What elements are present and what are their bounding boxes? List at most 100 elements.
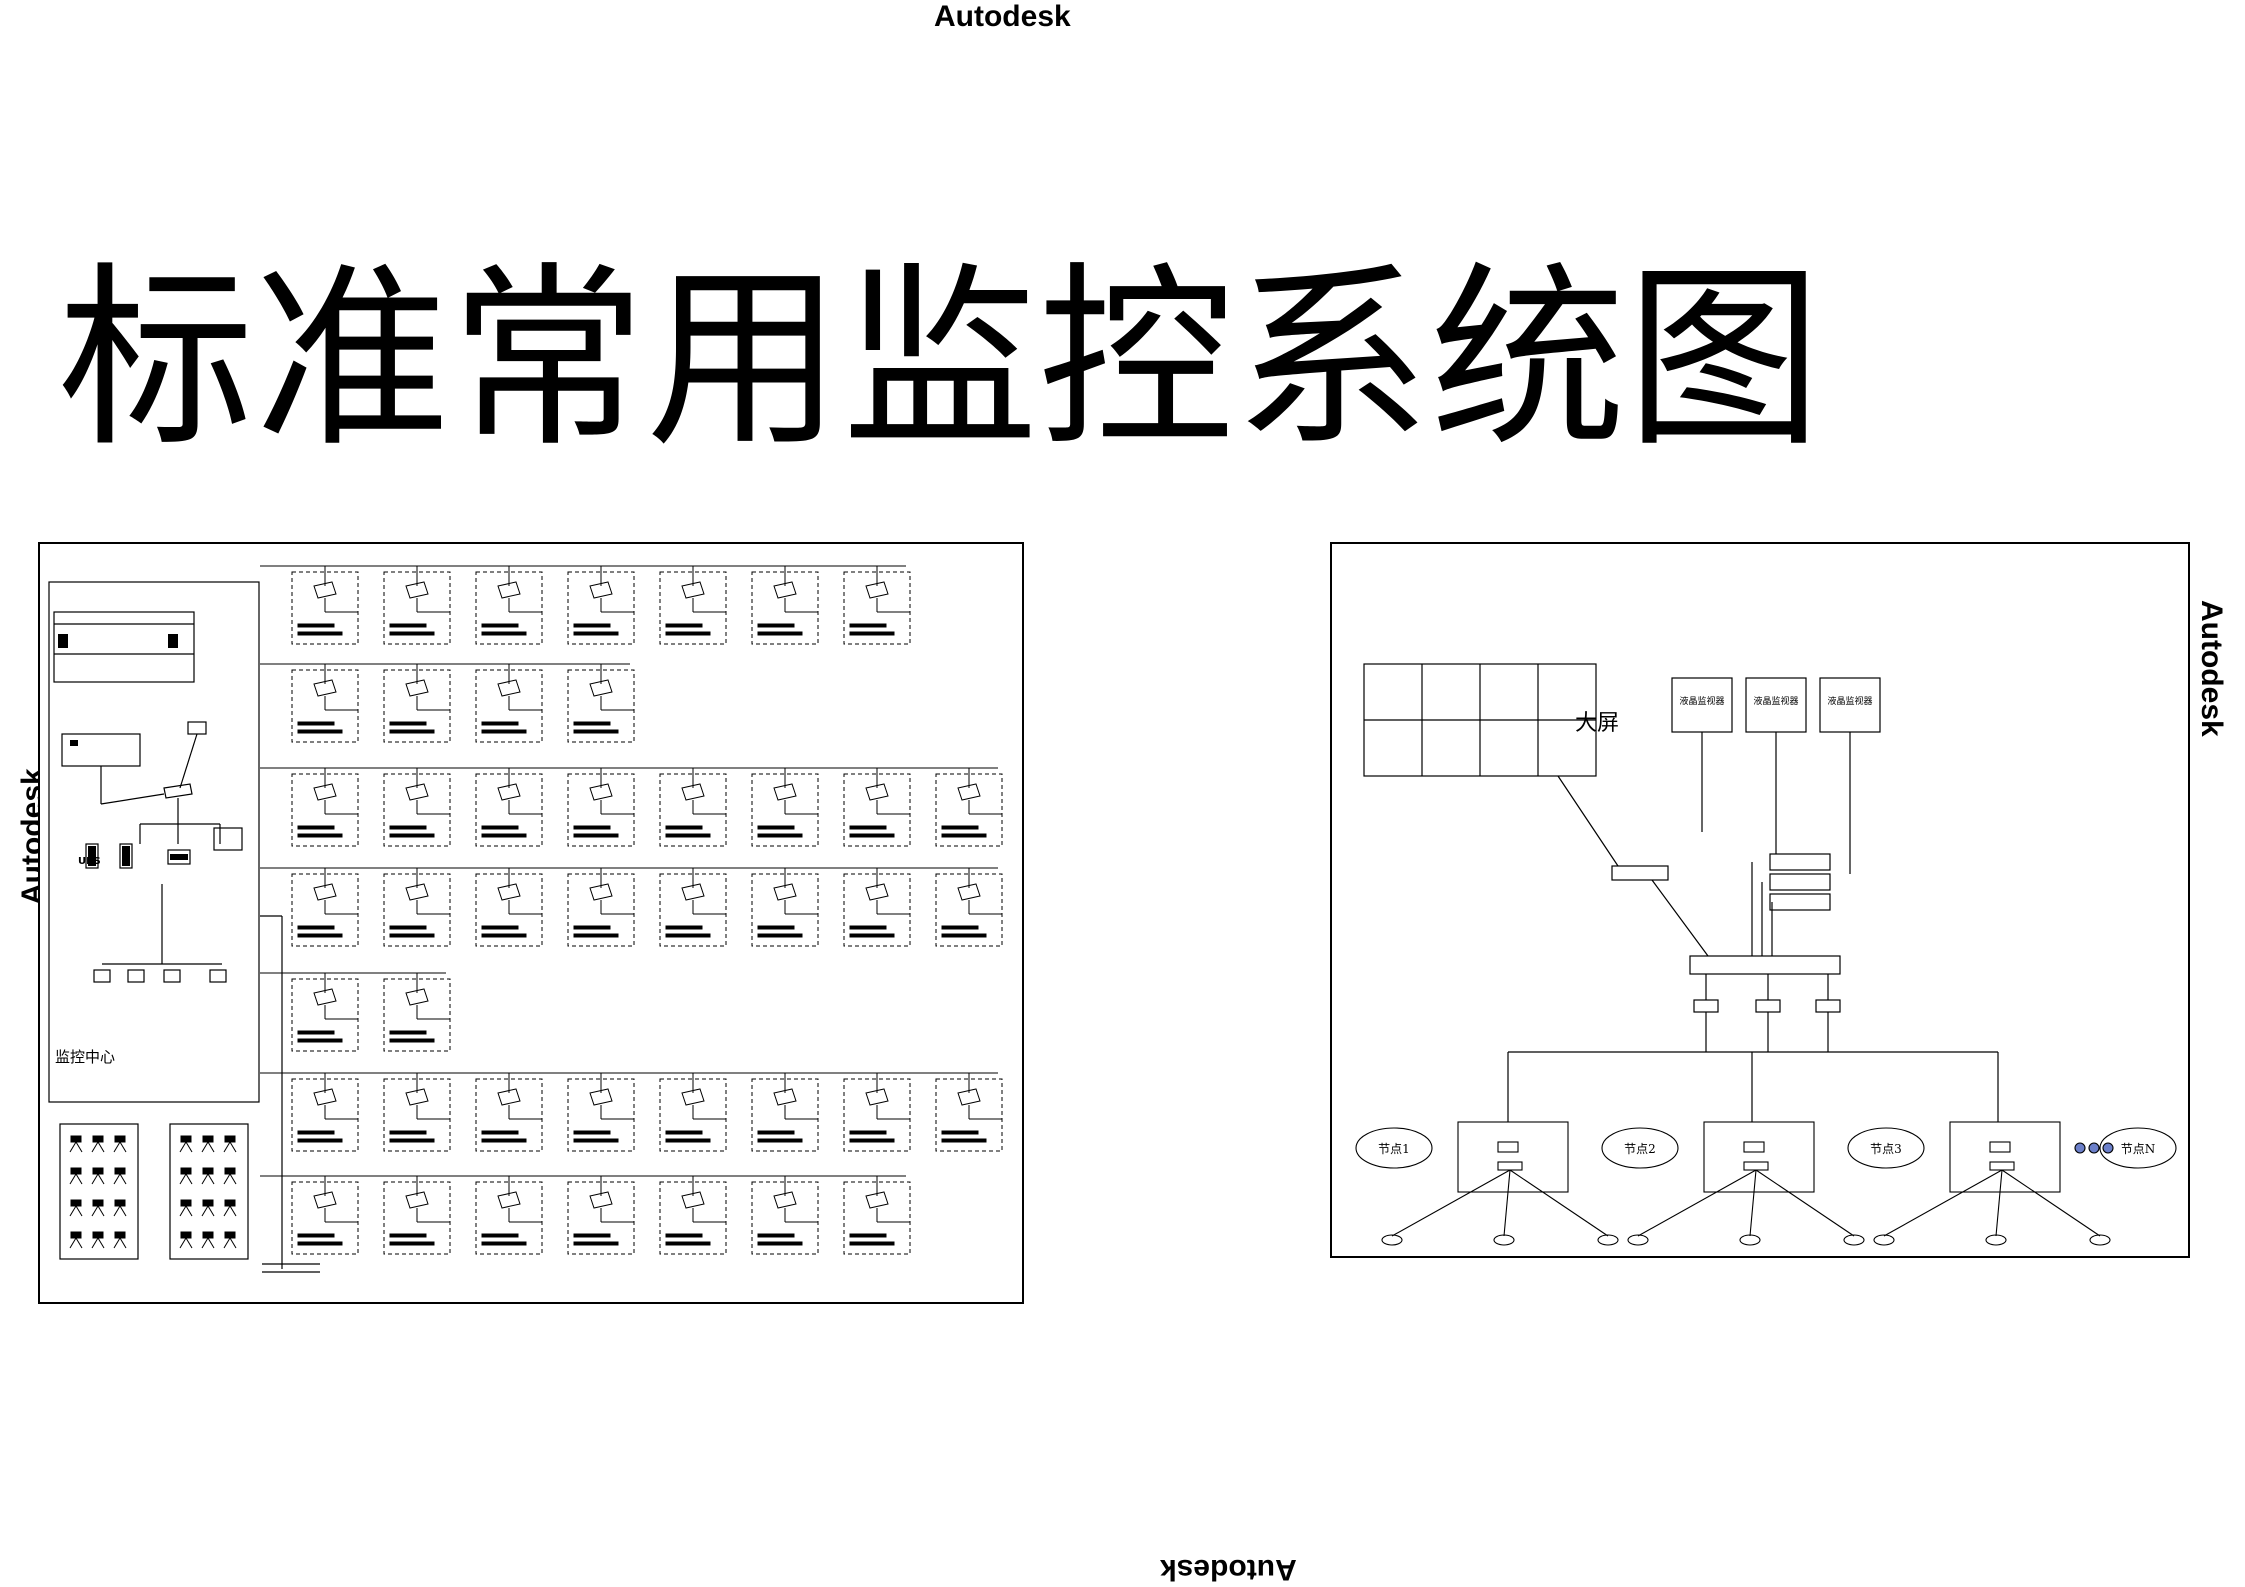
camera-cell	[659, 1176, 727, 1255]
camera-cell	[291, 1073, 359, 1152]
legend-camera-icon	[91, 1167, 105, 1185]
node-cabinet	[1873, 1121, 2111, 1246]
control-center-frame	[48, 581, 260, 1103]
camera-cell	[843, 868, 911, 947]
camera-cell	[291, 768, 359, 847]
camera-cell	[843, 1073, 911, 1152]
camera-cell	[383, 1073, 451, 1152]
camera-cell	[751, 566, 819, 645]
camera-icon	[1739, 1234, 1761, 1246]
camera-cell	[843, 566, 911, 645]
watermark-bottom: Autodesk	[1160, 1553, 1297, 1586]
video-wall-unit	[53, 611, 195, 683]
monitor-label: 液晶监视器	[1679, 695, 1724, 707]
keyboard-device	[187, 721, 207, 735]
camera-icon	[1843, 1234, 1865, 1246]
monitor-label: 液晶监视器	[1827, 695, 1872, 707]
legend-camera-icon	[69, 1167, 83, 1185]
camera-cell	[935, 868, 1003, 947]
legend-camera-icon	[179, 1167, 193, 1185]
legend-camera-icon	[113, 1231, 127, 1249]
legend-box-1	[59, 1123, 139, 1260]
legend-camera-icon	[69, 1199, 83, 1217]
node-label: 节点1	[1378, 1142, 1410, 1156]
legend-camera-icon	[113, 1167, 127, 1185]
left-diagram-canvas: UPS 监控中心	[48, 565, 1003, 1273]
legend-camera-icon	[179, 1231, 193, 1249]
camera-cell	[383, 566, 451, 645]
camera-cell	[475, 664, 543, 743]
camera-cell	[751, 1073, 819, 1152]
access-switch-2	[1755, 999, 1781, 1013]
camera-cell	[291, 1176, 359, 1255]
camera-icon	[2089, 1234, 2111, 1246]
camera-icon	[1381, 1234, 1403, 1246]
camera-cell	[935, 768, 1003, 847]
storage-unit	[119, 843, 133, 869]
legend-camera-icon	[201, 1167, 215, 1185]
legend-camera-icon	[201, 1135, 215, 1153]
node-ellipse	[1847, 1127, 1925, 1169]
storage-array-3	[1769, 893, 1831, 911]
camera-cell	[659, 868, 727, 947]
camera-cell	[383, 664, 451, 743]
dot-icon	[2088, 1142, 2100, 1154]
camera-cell	[567, 1176, 635, 1255]
watermark-top: Autodesk	[934, 0, 1071, 33]
legend-camera-icon	[223, 1135, 237, 1153]
camera-cell	[567, 868, 635, 947]
monitor-label: 液晶监视器	[1753, 695, 1798, 707]
dot-icon	[2102, 1142, 2114, 1154]
camera-cell	[659, 566, 727, 645]
camera-cell	[475, 1073, 543, 1152]
camera-cell	[659, 768, 727, 847]
camera-cell	[751, 768, 819, 847]
legend-camera-icon	[113, 1199, 127, 1217]
matrix-device	[61, 733, 141, 767]
storage-array-1	[1769, 853, 1831, 871]
legend-camera-icon	[201, 1199, 215, 1217]
decoder-device	[1611, 865, 1669, 881]
camera-cell	[567, 768, 635, 847]
legend-camera-icon	[223, 1231, 237, 1249]
workstation-2	[127, 969, 145, 983]
camera-cell	[383, 768, 451, 847]
camera-cell	[843, 768, 911, 847]
camera-icon	[1627, 1234, 1649, 1246]
node-cabinet	[1627, 1121, 1865, 1246]
legend-camera-icon	[179, 1199, 193, 1217]
legend-camera-icon	[91, 1231, 105, 1249]
camera-cell	[567, 566, 635, 645]
camera-cell	[291, 566, 359, 645]
camera-cell	[475, 566, 543, 645]
page-title: 标准常用监控系统图	[58, 246, 1823, 474]
storage-array-2	[1769, 873, 1831, 891]
workstation-4	[209, 969, 227, 983]
camera-cell	[383, 1176, 451, 1255]
camera-cell	[383, 973, 451, 1052]
nvr-unit	[213, 827, 243, 851]
camera-cell	[935, 1073, 1003, 1152]
legend-camera-icon	[91, 1135, 105, 1153]
node-label: 节点2	[1624, 1142, 1656, 1156]
camera-cell	[751, 1176, 819, 1255]
core-switch	[163, 783, 193, 799]
dot-icon	[2074, 1142, 2086, 1154]
workstation-1	[93, 969, 111, 983]
camera-cell	[751, 868, 819, 947]
camera-icon	[1985, 1234, 2007, 1246]
camera-icon	[1597, 1234, 1619, 1246]
watermark-right: Autodesk	[2195, 600, 2228, 737]
cctv-camera-layout-diagram: UPS 监控中心	[38, 542, 1024, 1304]
core-switch	[1689, 955, 1841, 975]
camera-cell	[475, 868, 543, 947]
legend-camera-icon	[69, 1135, 83, 1153]
camera-cell	[475, 768, 543, 847]
node-ellipse	[2099, 1127, 2177, 1169]
camera-cell	[843, 1176, 911, 1255]
node-label: 节点N	[2121, 1142, 2156, 1156]
legend-box-2	[169, 1123, 249, 1260]
camera-cell	[567, 1073, 635, 1152]
